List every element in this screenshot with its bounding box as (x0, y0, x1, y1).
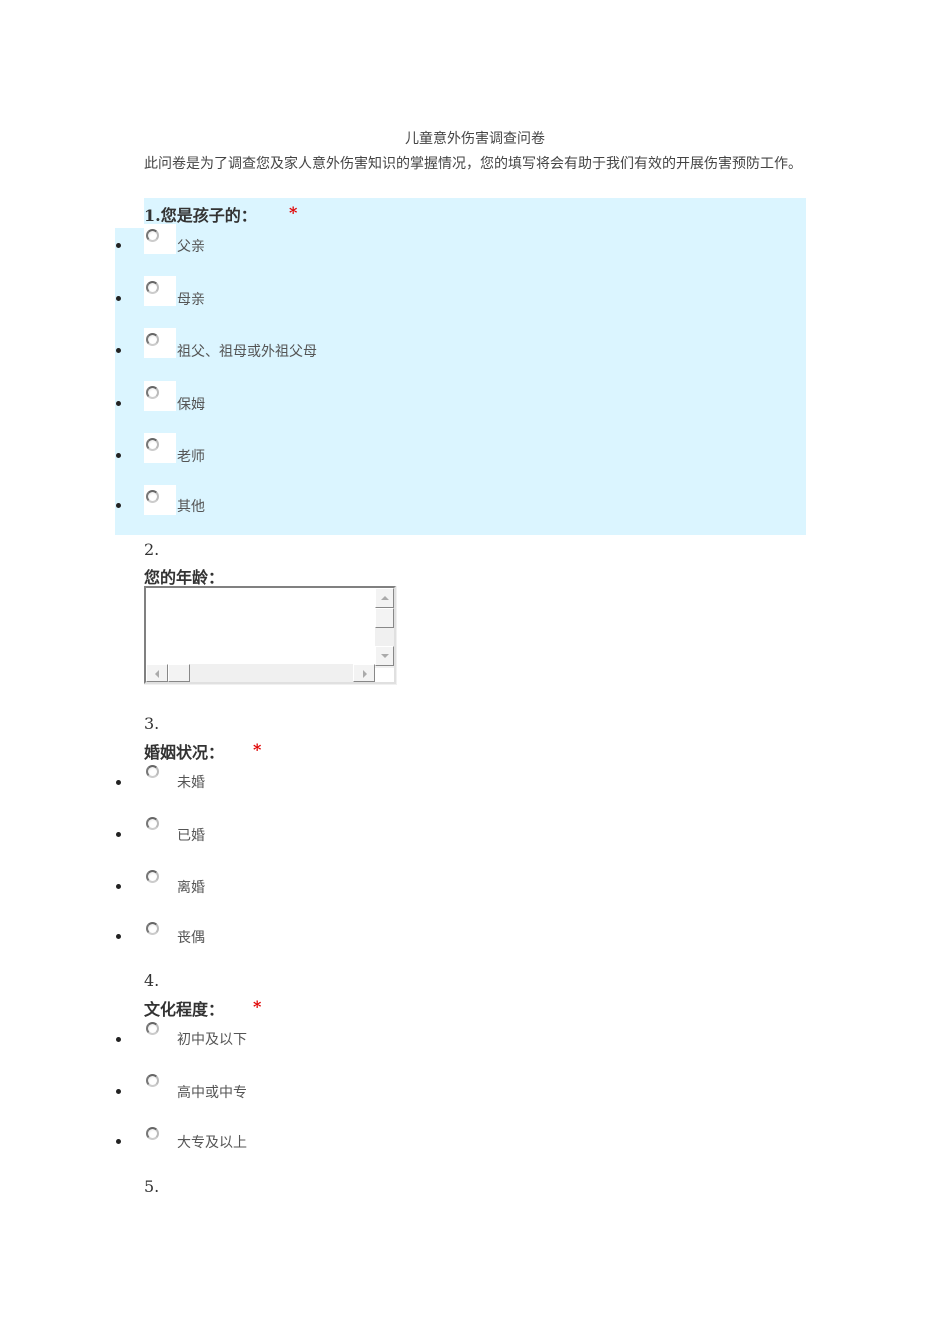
radio-button[interactable] (146, 1127, 159, 1140)
question-3-label: 婚姻状况： (144, 743, 225, 762)
page-title: 儿童意外伤害调查问卷 (405, 131, 545, 147)
radio-button[interactable] (146, 1074, 159, 1087)
question-4-number: 4. (144, 971, 160, 990)
bullet-icon (116, 296, 121, 301)
bullet-icon (116, 348, 121, 353)
option-label: 其他 (177, 499, 205, 515)
question-2-number: 2. (144, 540, 160, 559)
required-mark: * (289, 203, 298, 222)
bullet-icon (116, 243, 121, 248)
option-label: 父亲 (177, 239, 205, 255)
arrow-right-icon (363, 670, 367, 678)
radio-button[interactable] (146, 490, 159, 503)
arrow-down-icon (381, 654, 389, 658)
question-1-label: 您是孩子的： (160, 206, 257, 225)
bullet-icon (116, 1139, 121, 1144)
option-label: 大专及以上 (177, 1135, 247, 1151)
option-label: 未婚 (177, 775, 205, 791)
bullet-icon (116, 780, 121, 785)
required-mark: * (253, 740, 262, 759)
vertical-scrollbar[interactable] (375, 588, 394, 668)
age-textarea[interactable] (144, 586, 397, 685)
required-mark: * (253, 997, 262, 1016)
bullet-icon (116, 503, 121, 508)
bullet-icon (116, 401, 121, 406)
arrow-left-icon (155, 670, 159, 678)
bullet-icon (116, 884, 121, 889)
question-5-number: 5. (144, 1177, 160, 1196)
radio-button[interactable] (146, 817, 159, 830)
bullet-icon (116, 1037, 121, 1042)
intro-text: 此问卷是为了调查您及家人意外伤害知识的掌握情况，您的填写将会有助于我们有效的开展… (144, 156, 802, 172)
scroll-left-button[interactable] (146, 664, 168, 682)
option-label: 丧偶 (177, 930, 205, 946)
question-1-options-highlight (115, 228, 806, 535)
option-label: 祖父、祖母或外祖父母 (177, 344, 317, 360)
bullet-icon (116, 832, 121, 837)
scroll-right-button[interactable] (353, 664, 375, 682)
radio-button[interactable] (146, 281, 159, 294)
option-label: 高中或中专 (177, 1085, 247, 1101)
horizontal-scrollbar[interactable] (146, 664, 375, 682)
radio-button[interactable] (146, 386, 159, 399)
question-1-highlight (144, 198, 806, 228)
bullet-icon (116, 1089, 121, 1094)
radio-button[interactable] (146, 765, 159, 778)
option-label: 老师 (177, 449, 205, 465)
option-label: 保姆 (177, 397, 205, 413)
bullet-icon (116, 453, 121, 458)
option-label: 已婚 (177, 828, 205, 844)
question-4-label: 文化程度： (144, 1000, 225, 1019)
question-2-label: 您的年龄： (144, 568, 225, 587)
question-1-number: 1. (144, 206, 161, 225)
scroll-up-button[interactable] (375, 588, 394, 608)
arrow-up-icon (381, 596, 389, 600)
radio-button[interactable] (146, 333, 159, 346)
scroll-thumb[interactable] (375, 608, 394, 628)
radio-button[interactable] (146, 922, 159, 935)
radio-button[interactable] (146, 1022, 159, 1035)
option-label: 离婚 (177, 880, 205, 896)
scroll-thumb-horizontal[interactable] (168, 664, 190, 682)
bullet-icon (116, 934, 121, 939)
radio-button[interactable] (146, 438, 159, 451)
option-label: 初中及以下 (177, 1032, 247, 1048)
question-3-number: 3. (144, 714, 160, 733)
radio-button[interactable] (146, 229, 159, 242)
option-label: 母亲 (177, 292, 205, 308)
scroll-down-button[interactable] (375, 646, 394, 666)
question-1-heading: 1.您是孩子的： (144, 202, 257, 226)
radio-button[interactable] (146, 870, 159, 883)
